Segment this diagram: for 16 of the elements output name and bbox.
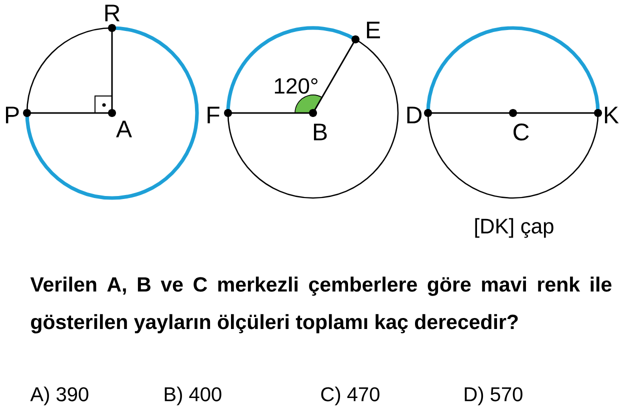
point-label: B: [314, 124, 327, 140]
point-label: P: [6, 106, 19, 124]
question-text: Verilen A, B ve C merkezli çemberlere göre mavi renk ile gösterilen yayların ölçüleri toplamı kaç derecedir?: [30, 276, 612, 334]
answer-option: B) 400: [164, 386, 222, 406]
answer-option: C) 470: [321, 386, 380, 406]
point-label: A: [116, 120, 132, 138]
point-label: E: [366, 22, 380, 38]
answer-option: A) 390: [30, 386, 88, 406]
point-label: K: [604, 106, 619, 124]
point-label: C: [514, 124, 529, 140]
point-label: D: [407, 106, 422, 124]
point-label: F: [208, 106, 220, 124]
answer-option: D) 570: [464, 386, 522, 406]
point-label: R: [105, 4, 120, 22]
note-text: [DK] çap: [475, 218, 554, 238]
angle-label: 120°: [274, 78, 318, 94]
